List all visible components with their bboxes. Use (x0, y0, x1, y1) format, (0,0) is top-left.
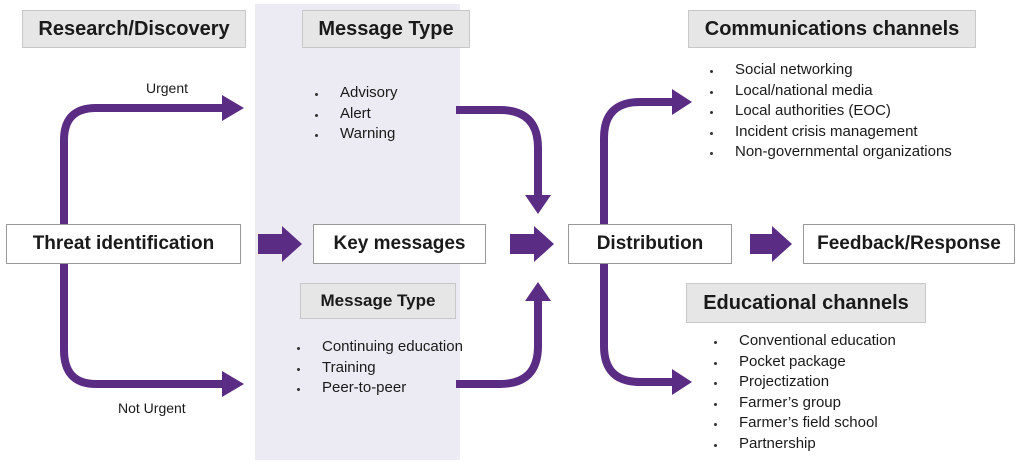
list-item: Partnership (714, 434, 896, 455)
list-item: Pocket package (714, 352, 896, 373)
distribution-to-communications-arrow (600, 98, 676, 226)
list-item: Advisory (315, 83, 398, 104)
communications-channels-list: Social networking Local/national media L… (710, 60, 952, 163)
list-item: Peer-to-peer (297, 378, 463, 399)
urgent-arrowhead (222, 95, 244, 121)
educational-channels-header: Educational channels (686, 283, 926, 323)
not-urgent-label: Not Urgent (118, 400, 186, 416)
distribution-box: Distribution (568, 224, 732, 264)
communications-channels-header: Communications channels (688, 10, 976, 48)
distribution-to-educational-arrow (600, 264, 676, 386)
feedback-response-box: Feedback/Response (803, 224, 1015, 264)
list-item: Farmer’s field school (714, 413, 896, 434)
list-item: Conventional education (714, 331, 896, 352)
educational-arrowhead (672, 369, 692, 395)
educational-channels-list: Conventional education Pocket package Pr… (714, 331, 896, 454)
list-item: Local/national media (710, 81, 952, 102)
research-discovery-box: Research/Discovery (22, 10, 246, 48)
list-item: Warning (315, 124, 398, 145)
urgent-label: Urgent (146, 80, 189, 96)
bottom-message-arrowhead (525, 282, 551, 301)
list-item: Local authorities (EOC) (710, 101, 952, 122)
message-type-bottom-list: Continuing education Training Peer-to-pe… (297, 337, 463, 399)
list-item: Non-governmental organizations (710, 142, 952, 163)
message-type-top-list: Advisory Alert Warning (315, 83, 398, 145)
not-urgent-path-arrow (60, 262, 226, 388)
top-message-arrowhead (525, 195, 551, 214)
list-item: Social networking (710, 60, 952, 81)
not-urgent-arrowhead (222, 371, 244, 397)
message-type-top-header: Message Type (302, 10, 470, 48)
key-messages-box: Key messages (313, 224, 486, 264)
urgent-path-arrow (60, 104, 226, 228)
key-to-distribution-arrow (510, 226, 554, 262)
communications-arrowhead (672, 89, 692, 115)
threat-to-key-arrow (258, 226, 302, 262)
list-item: Alert (315, 104, 398, 125)
top-message-to-distribution-arrow (456, 106, 542, 198)
list-item: Training (297, 358, 463, 379)
list-item: Projectization (714, 372, 896, 393)
list-item: Farmer’s group (714, 393, 896, 414)
distribution-to-feedback-arrow (750, 226, 792, 262)
bottom-message-to-distribution-arrow (456, 298, 542, 388)
message-type-bottom-header: Message Type (300, 283, 456, 319)
list-item: Continuing education (297, 337, 463, 358)
list-item: Incident crisis management (710, 122, 952, 143)
threat-identification-box: Threat identification (6, 224, 241, 264)
